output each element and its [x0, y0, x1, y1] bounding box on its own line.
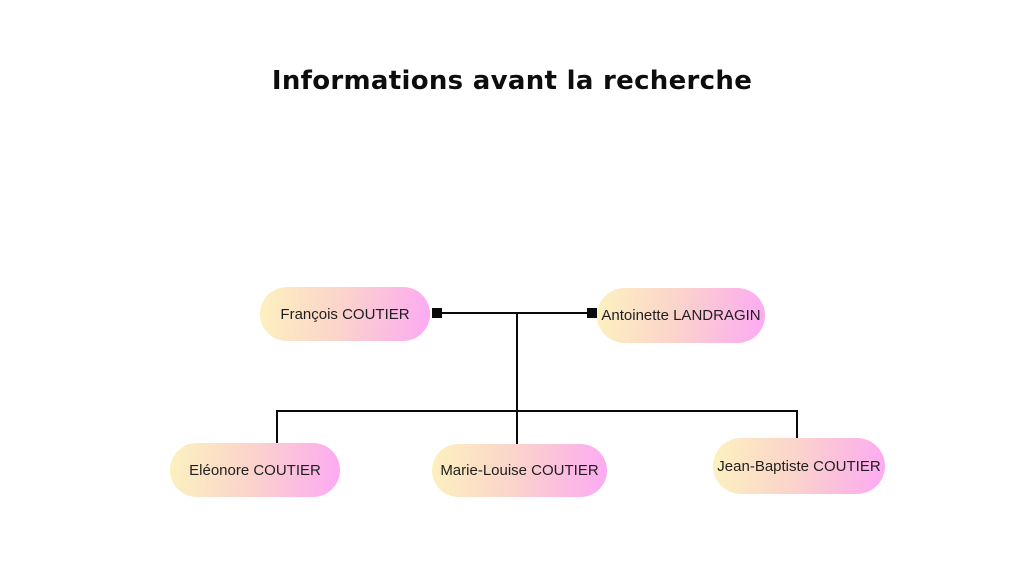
couple-endpoint-square-right: [587, 308, 597, 318]
tree-node-eleonore-coutier[interactable]: Eléonore COUTIER: [170, 443, 340, 497]
tree-node-label: Marie-Louise COUTIER: [440, 462, 599, 479]
tree-node-label: Eléonore COUTIER: [189, 461, 321, 479]
sibling-bar-line: [276, 410, 798, 412]
tree-node-label: Antoinette LANDRAGIN: [601, 307, 761, 324]
child-drop-line-left: [276, 410, 278, 443]
tree-node-marie-louise-coutier[interactable]: Marie-Louise COUTIER: [432, 444, 607, 497]
tree-node-francois-coutier[interactable]: François COUTIER: [260, 287, 430, 341]
page-title: Informations avant la recherche: [271, 66, 753, 96]
tree-node-antoinette-landragin[interactable]: Antoinette LANDRAGIN: [597, 288, 765, 343]
child-drop-line-middle: [516, 410, 518, 444]
tree-node-label: Jean-Baptiste COUTIER: [717, 457, 881, 475]
tree-node-jean-baptiste-coutier[interactable]: Jean-Baptiste COUTIER: [713, 438, 885, 494]
descent-line: [516, 313, 518, 411]
tree-node-label: François COUTIER: [280, 305, 410, 323]
couple-connector-line: [437, 312, 592, 314]
couple-endpoint-square-left: [432, 308, 442, 318]
child-drop-line-right: [796, 410, 798, 438]
